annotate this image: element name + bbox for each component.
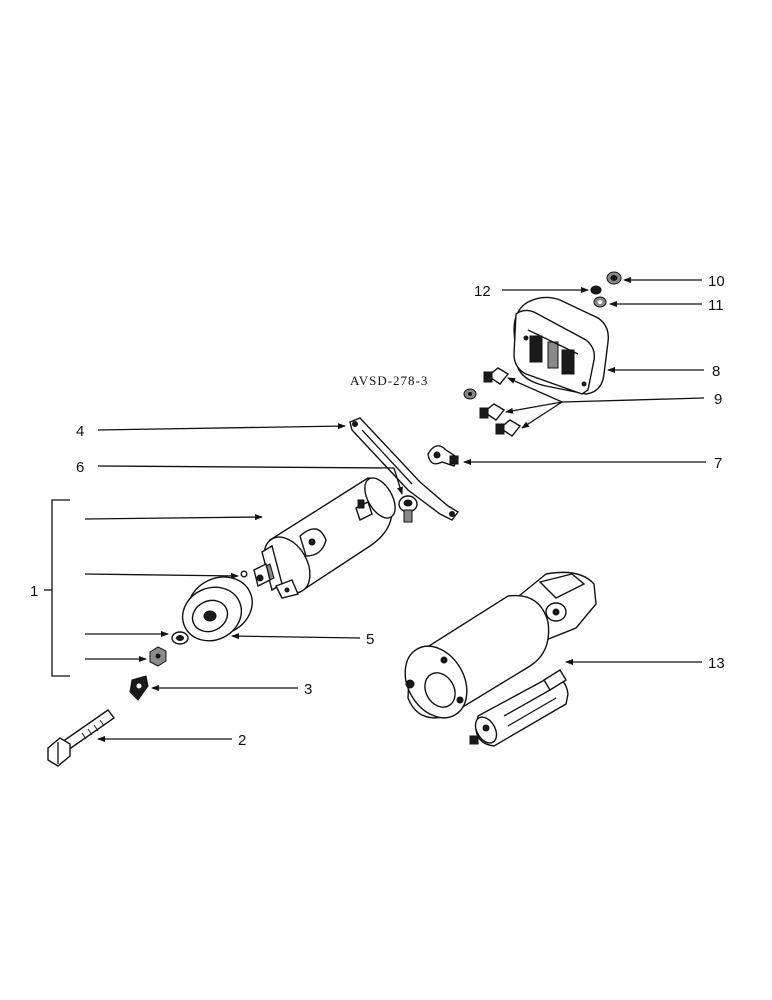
nut — [149, 646, 167, 667]
lock-washer — [593, 296, 607, 308]
terminal-stud-a — [483, 367, 510, 385]
callout-11: 11 — [708, 297, 724, 314]
leader-5 — [231, 633, 361, 640]
terminal-stud-c — [495, 419, 522, 437]
callout-4: 4 — [76, 423, 84, 440]
washer — [171, 631, 189, 645]
callout-2: 2 — [238, 732, 246, 749]
callout-10: 10 — [708, 273, 725, 290]
regulator — [513, 296, 609, 395]
leader-6 — [97, 465, 395, 469]
diagram-code: AVSD-278-3 — [350, 373, 428, 388]
small-nut — [590, 285, 602, 295]
callout-7: 7 — [714, 455, 722, 472]
spacer — [398, 495, 418, 523]
clip — [129, 675, 149, 701]
callout-13: 13 — [708, 655, 725, 672]
leader-9 — [561, 397, 705, 403]
adjusting-bracket — [349, 417, 460, 521]
terminal-nut — [463, 388, 477, 400]
callout-3: 3 — [304, 681, 312, 698]
terminal-link — [427, 445, 459, 467]
callout-12: 12 — [474, 283, 491, 300]
pulley — [181, 576, 253, 642]
callout-6: 6 — [76, 459, 84, 476]
starter-motor — [404, 571, 597, 747]
callout-9: 9 — [714, 391, 722, 408]
callout-5: 5 — [366, 631, 374, 648]
small-key — [240, 570, 248, 578]
leader-4 — [97, 423, 346, 431]
terminal-stud-b — [479, 403, 506, 421]
callout-8: 8 — [712, 363, 720, 380]
cap-nut — [606, 271, 622, 285]
callout-1: 1 — [30, 583, 38, 600]
bolt — [47, 709, 115, 767]
callout-1-bracket — [44, 499, 263, 677]
generator — [253, 477, 396, 599]
